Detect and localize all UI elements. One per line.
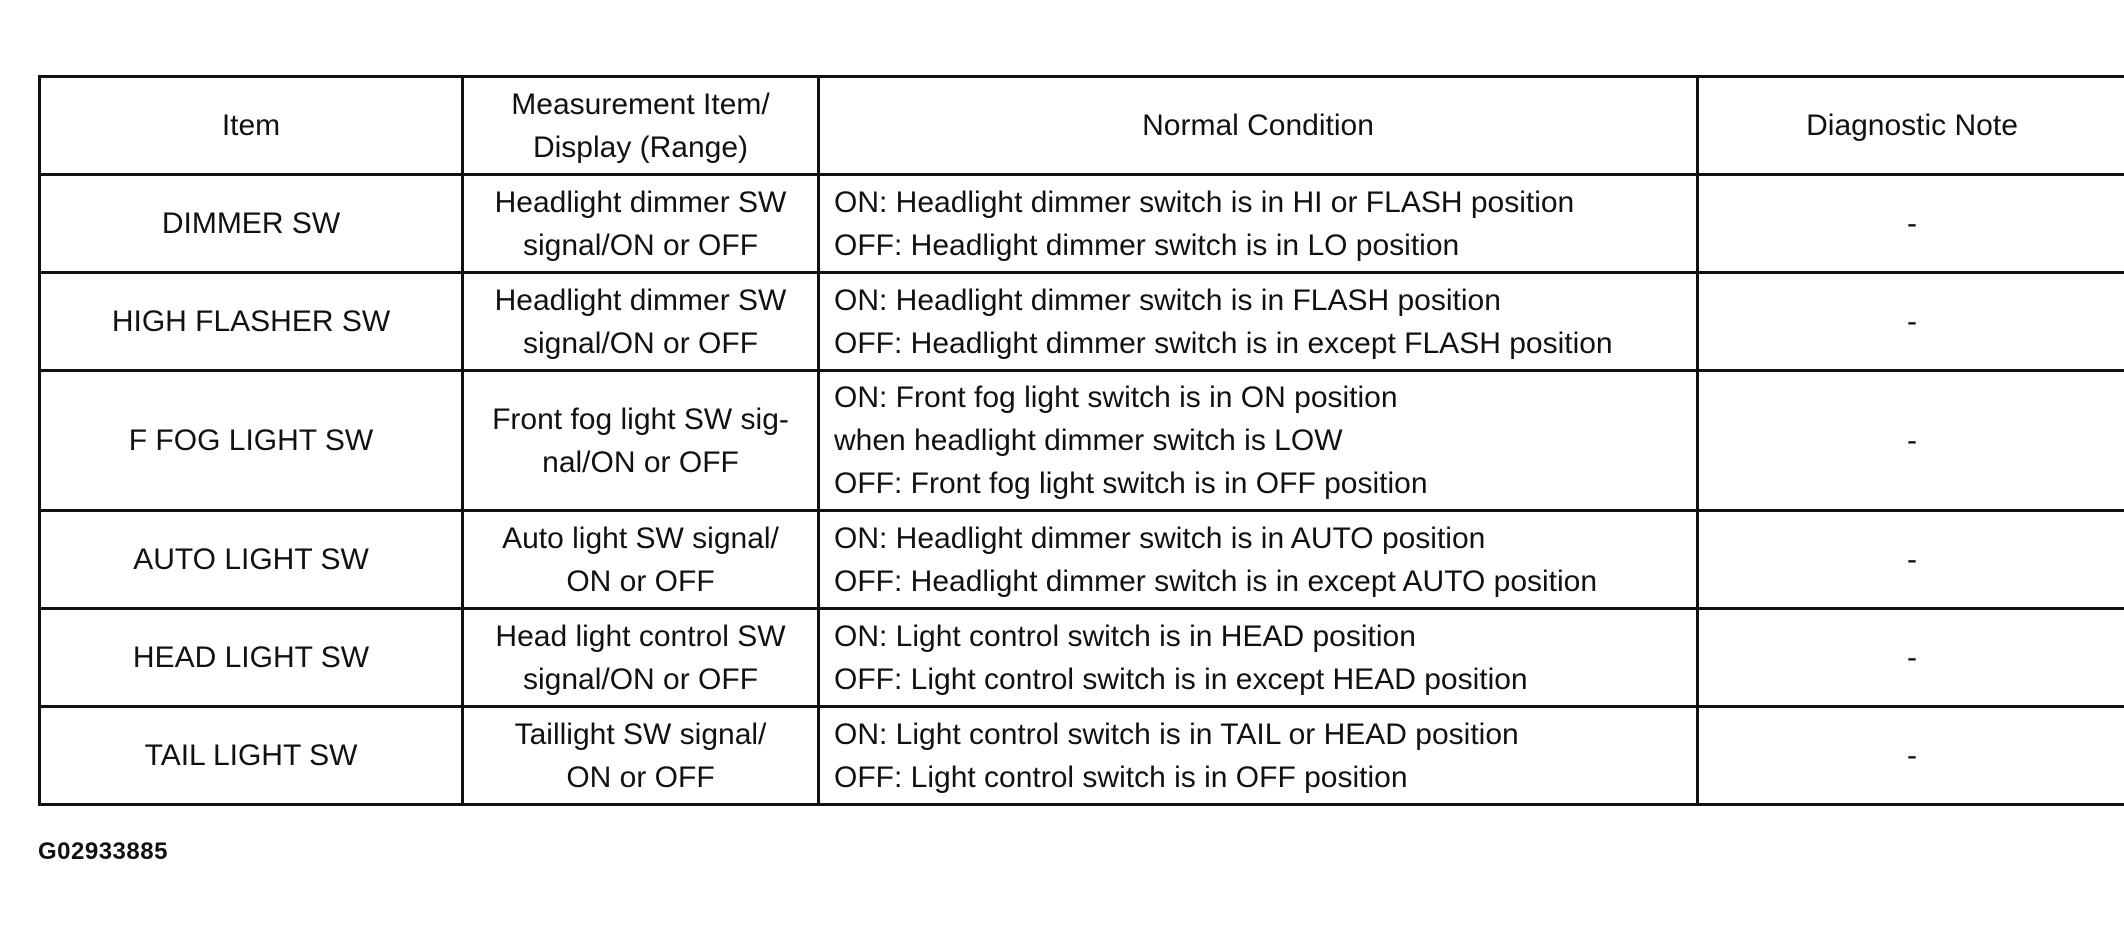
header-item: Item [38,75,464,176]
cell-measurement-line: nal/ON or OFF [542,445,739,479]
header-diagnostic-note: Diagnostic Note [1696,75,2124,176]
table-row: HIGH FLASHER SW Headlight dimmer SW sign… [38,271,2124,372]
cell-condition-line: OFF: Light control switch is in except H… [834,662,1528,696]
cell-measurement: Headlight dimmer SW signal/ON or OFF [461,173,820,274]
cell-measurement-line: Headlight dimmer SW [494,283,787,317]
cell-item: HIGH FLASHER SW [38,271,464,372]
cell-item: DIMMER SW [38,173,464,274]
cell-condition-line: OFF: Headlight dimmer switch is in excep… [834,564,1598,598]
cell-diagnostic-note: - [1696,173,2124,274]
cell-measurement: Auto light SW signal/ ON or OFF [461,509,820,610]
cell-diagnostic-note: - [1696,607,2124,708]
cell-measurement-line: signal/ON or OFF [522,326,759,360]
table-row: HEAD LIGHT SW Head light control SW sign… [38,607,2124,708]
cell-item: AUTO LIGHT SW [38,509,464,610]
cell-condition-line: ON: Light control switch is in HEAD posi… [834,619,1416,653]
cell-condition-line: ON: Headlight dimmer switch is in HI or … [834,185,1575,219]
cell-diagnostic-note: - [1696,369,2124,512]
cell-item: TAIL LIGHT SW [38,705,464,806]
header-measurement: Measurement Item/ Display (Range) [461,75,820,176]
cell-condition-line: OFF: Light control switch is in OFF posi… [834,760,1408,794]
cell-measurement-line: ON or OFF [566,564,715,598]
table-row: DIMMER SW Headlight dimmer SW signal/ON … [38,173,2124,274]
cell-condition-line: OFF: Front fog light switch is in OFF po… [834,467,1428,500]
cell-condition-line: when headlight dimmer switch is LOW [834,424,1343,457]
cell-measurement-line: Auto light SW signal/ [502,521,779,555]
header-measurement-line: Display (Range) [532,130,749,164]
cell-condition-line: ON: Headlight dimmer switch is in FLASH … [834,283,1501,317]
cell-measurement-line: Headlight dimmer SW [494,185,787,219]
data-list-table: Item Measurement Item/ Display (Range) N… [38,75,2124,806]
cell-normal-condition: ON: Headlight dimmer switch is in FLASH … [817,271,1699,372]
figure-code: G02933885 [38,838,168,865]
header-measurement-line: Measurement Item/ [511,87,770,121]
cell-diagnostic-note: - [1696,271,2124,372]
cell-measurement-line: Taillight SW signal/ [514,717,767,751]
cell-measurement: Taillight SW signal/ ON or OFF [461,705,820,806]
table-row: TAIL LIGHT SW Taillight SW signal/ ON or… [38,705,2124,806]
table-row: AUTO LIGHT SW Auto light SW signal/ ON o… [38,509,2124,610]
cell-condition-line: ON: Light control switch is in TAIL or H… [834,717,1519,751]
cell-measurement-line: signal/ON or OFF [522,228,759,262]
cell-normal-condition: ON: Front fog light switch is in ON posi… [817,369,1699,512]
cell-measurement: Head light control SW signal/ON or OFF [461,607,820,708]
cell-item: HEAD LIGHT SW [38,607,464,708]
cell-diagnostic-note: - [1696,705,2124,806]
cell-measurement-line: signal/ON or OFF [522,662,759,696]
cell-measurement-line: Head light control SW [495,619,786,653]
table-header-row: Item Measurement Item/ Display (Range) N… [38,75,2124,176]
cell-measurement-line: Front fog light SW sig- [492,402,789,436]
cell-condition-line: OFF: Headlight dimmer switch is in LO po… [834,228,1460,262]
cell-condition-line: ON: Headlight dimmer switch is in AUTO p… [834,521,1486,555]
header-normal-condition: Normal Condition [817,75,1699,176]
cell-measurement: Headlight dimmer SW signal/ON or OFF [461,271,820,372]
cell-measurement-line: ON or OFF [566,760,715,794]
cell-normal-condition: ON: Headlight dimmer switch is in AUTO p… [817,509,1699,610]
cell-normal-condition: ON: Light control switch is in TAIL or H… [817,705,1699,806]
cell-normal-condition: ON: Light control switch is in HEAD posi… [817,607,1699,708]
cell-normal-condition: ON: Headlight dimmer switch is in HI or … [817,173,1699,274]
cell-condition-line: ON: Front fog light switch is in ON posi… [834,381,1398,414]
cell-diagnostic-note: - [1696,509,2124,610]
cell-condition-line: OFF: Headlight dimmer switch is in excep… [834,326,1613,360]
cell-item: F FOG LIGHT SW [38,369,464,512]
cell-measurement: Front fog light SW sig- nal/ON or OFF [461,369,820,512]
table-row: F FOG LIGHT SW Front fog light SW sig- n… [38,369,2124,512]
